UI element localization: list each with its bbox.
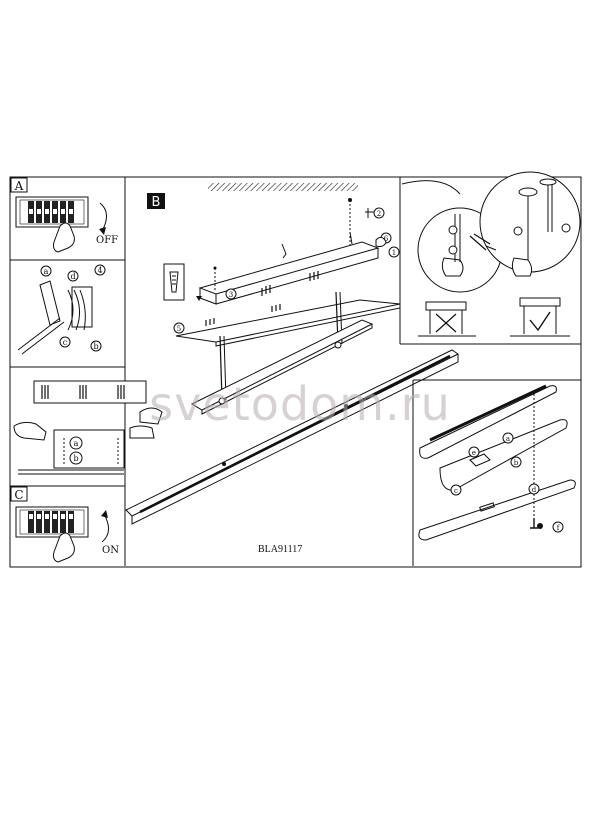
dowel-icon [375,236,387,247]
breaker-box-icon [15,196,89,228]
callout-d: d [70,272,75,281]
switch-off-label: OFF [96,235,118,246]
hand-icon [129,425,155,439]
outer-frame [9,176,582,568]
callout-c: c [454,487,458,495]
ceiling-bracket [198,241,380,295]
hand-icon [53,222,75,253]
hand-icon [441,257,464,277]
breaker-box-icon [15,506,89,538]
panel-wiring: a d 4 c b [17,264,106,355]
lamp-cover-upper [419,385,557,459]
callout-b: b [73,454,78,463]
arrow-down-icon [99,202,107,232]
screw-icon [365,208,375,218]
panel-cover-assembly: a b c d e f [418,384,576,541]
callout-e: e [472,449,476,457]
hand-icon [139,407,163,425]
lamp-diffuser [418,479,576,541]
callout-a: a [506,435,510,443]
terminal-block-icon [39,280,61,326]
lamp-body [125,349,459,517]
incorrect-example [418,301,476,337]
callout-d: d [532,486,537,494]
panel-wiring-connection [401,171,581,337]
callout-6: 6 [384,235,389,243]
watermark: svetodom.ru [149,377,451,431]
model-code: BLA91117 [258,544,302,555]
pliers-icon [469,233,497,251]
hand-icon [13,421,47,441]
panel-a: A OFF [10,177,118,253]
hand-icon [53,532,75,563]
switch-on-label: ON [102,545,119,556]
callout-a: a [44,267,49,276]
wire-icon [67,289,86,331]
callout-3: 3 [229,291,233,299]
panel-c-letter: C [14,488,23,502]
step-number: 4 [97,266,102,275]
ceiling-hatch [208,183,358,191]
panel-mounting-detail: a b [13,380,163,475]
callout-f: f [557,524,561,532]
hand-icon [511,257,533,277]
callout-b: b [93,342,98,351]
panel-b-letter: B [152,195,161,210]
callout-b: b [514,459,519,467]
arrow-up-icon [101,513,109,543]
callout-a: a [74,439,79,448]
panel-c: C ON [10,486,119,563]
panel-b: B 2 6 1 3 [125,183,459,555]
callout-1: 1 [392,249,396,257]
callout-5: 5 [177,325,181,333]
panel-a-letter: A [14,179,24,193]
screw-icon [530,518,538,529]
correct-example [510,297,570,337]
callout-c: c [63,338,68,347]
callout-2: 2 [377,210,381,218]
